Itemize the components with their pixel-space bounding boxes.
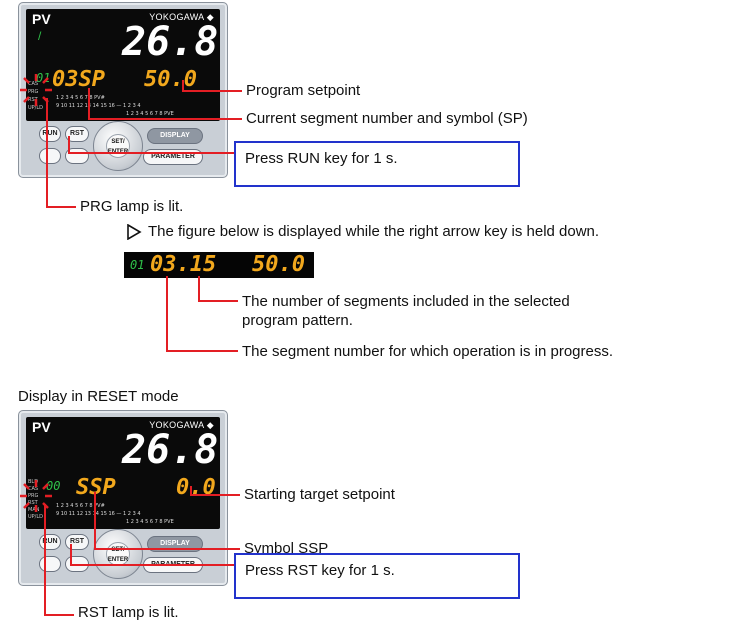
lamp-rst-reset: RST [28, 500, 38, 506]
leader-numsegments-v [198, 276, 200, 302]
pv-value-reset: 26.8 [122, 427, 219, 473]
setpoint-value: 50.0 [144, 67, 197, 92]
leader-ssp-h [94, 548, 240, 550]
label-start-target: Starting target setpoint [244, 486, 395, 503]
strip-value: 50.0 [252, 252, 305, 277]
leader-rst-lamp-v [44, 504, 46, 616]
set-enter-dial-reset[interactable]: SET/ ENTER [93, 529, 143, 579]
leader-run-h [68, 152, 234, 154]
strip-pattern-number: 01 [130, 258, 145, 272]
strip-segment: 03.15 [150, 252, 217, 277]
pv-indicator-icon: / [38, 29, 42, 43]
label-rst-lamp: RST lamp is lit. [78, 604, 179, 621]
leader-program-setpoint [184, 90, 242, 92]
scale-row-mid: 9 10 11 12 13 14 15 16 — 1 2 3 4 [56, 103, 141, 109]
leader-progress-h [166, 350, 238, 352]
leader-prg-v [46, 98, 48, 208]
controller-panel-run: PV YOKOGAWA ◆ / 26.8 01 03SP 50.0 1 2 3 … [18, 2, 228, 178]
leader-rst-key-h [70, 564, 234, 566]
label-segment-in-progress: The segment number for which operation i… [242, 343, 614, 360]
run-key-reset[interactable]: RUN [39, 534, 61, 550]
label-symbol-ssp: Symbol SSP [244, 540, 329, 557]
pattern-number: 01 [36, 71, 51, 85]
lamp-cas: CAS [28, 81, 39, 87]
controller-panel-reset: PV YOKOGAWA ◆ 26.8 00 SSP 0.0 1 2 3 4 5 … [18, 410, 228, 586]
key-blank-1[interactable] [39, 148, 61, 164]
prg-lamp-burst-icon [20, 74, 52, 106]
label-num-segments: The number of segments included in the s… [242, 293, 570, 329]
leader-segment-h [88, 118, 242, 120]
pv-value: 26.8 [122, 19, 219, 65]
scale-row-top-reset: 1 2 3 4 5 6 7 8 PV# [56, 503, 105, 509]
leader-numsegments-h [198, 300, 238, 302]
leader-prg-h [46, 206, 76, 208]
leader-rst-lamp-h [44, 614, 74, 616]
rst-key[interactable]: RST [65, 126, 89, 142]
press-run-box: Press RUN key for 1 s. [234, 141, 520, 187]
key-blank-3[interactable] [39, 556, 61, 572]
lamp-bld: BLD [28, 479, 39, 485]
leader-rst-key-v [70, 544, 72, 566]
note-text: The figure below is displayed while the … [148, 223, 600, 240]
brand-logo-reset: YOKOGAWA ◆ [149, 420, 214, 430]
reset-heading: Display in RESET mode [18, 388, 179, 405]
rst-key-reset[interactable]: RST [65, 534, 89, 550]
set-enter-key-reset[interactable]: SET/ ENTER [106, 542, 130, 566]
leader-progress-v [166, 276, 168, 352]
leader-run-v [68, 136, 70, 154]
rst-lamp-burst-icon [20, 480, 52, 512]
controller-display: PV YOKOGAWA ◆ / 26.8 01 03SP 50.0 1 2 3 … [26, 9, 220, 121]
display-key[interactable]: DISPLAY [147, 128, 203, 144]
label-program-setpoint: Program setpoint [246, 82, 361, 99]
pattern-number-reset: 00 [46, 479, 61, 493]
right-arrow-icon [127, 224, 142, 240]
scale-row-mid-reset: 9 10 11 12 13 14 15 16 — 1 2 3 4 [56, 511, 141, 517]
lamp-upld-reset: UP/LD [28, 514, 43, 520]
lamp-prg: PRG [28, 89, 39, 95]
setpoint-value-reset: 0.0 [176, 475, 216, 500]
leader-segment-v [88, 88, 90, 120]
pv-label-reset: PV [32, 419, 51, 435]
display-strip [124, 252, 314, 278]
label-press-rst: Press RST key for 1 s. [245, 562, 395, 579]
run-key[interactable]: RUN [39, 126, 61, 142]
lamp-rst: RST [28, 97, 38, 103]
label-prg-lamp: PRG lamp is lit. [80, 198, 184, 215]
label-current-segment: Current segment number and symbol (SP) [246, 110, 528, 127]
leader-ssp-v [94, 492, 96, 550]
brand-logo: YOKOGAWA ◆ [149, 12, 214, 22]
label-press-run: Press RUN key for 1 s. [245, 150, 398, 167]
controller-display-reset: PV YOKOGAWA ◆ 26.8 00 SSP 0.0 1 2 3 4 5 … [26, 417, 220, 529]
lamp-man: MAN [28, 507, 40, 513]
lamp-upld: UP/LD [28, 105, 43, 111]
set-enter-key[interactable]: SET/ ENTER [106, 134, 130, 158]
segment-display: 03SP [52, 67, 105, 92]
leader-start-target-h [190, 494, 240, 496]
leader-program-setpoint-v [182, 80, 184, 92]
lamp-prg-reset: PRG [28, 493, 39, 499]
scale-row-top: 1 2 3 4 5 6 7 8 PV# [56, 95, 105, 101]
lamp-cas-reset: CAS [28, 486, 39, 492]
press-rst-box: Press RST key for 1 s. [234, 553, 520, 599]
set-enter-dial[interactable]: SET/ ENTER [93, 121, 143, 171]
leader-start-target-v [190, 486, 192, 496]
scale-row-bot: 1 2 3 4 5 6 7 8 PVE [126, 111, 174, 117]
pv-label: PV [32, 11, 51, 27]
scale-row-bot-reset: 1 2 3 4 5 6 7 8 PVE [126, 519, 174, 525]
